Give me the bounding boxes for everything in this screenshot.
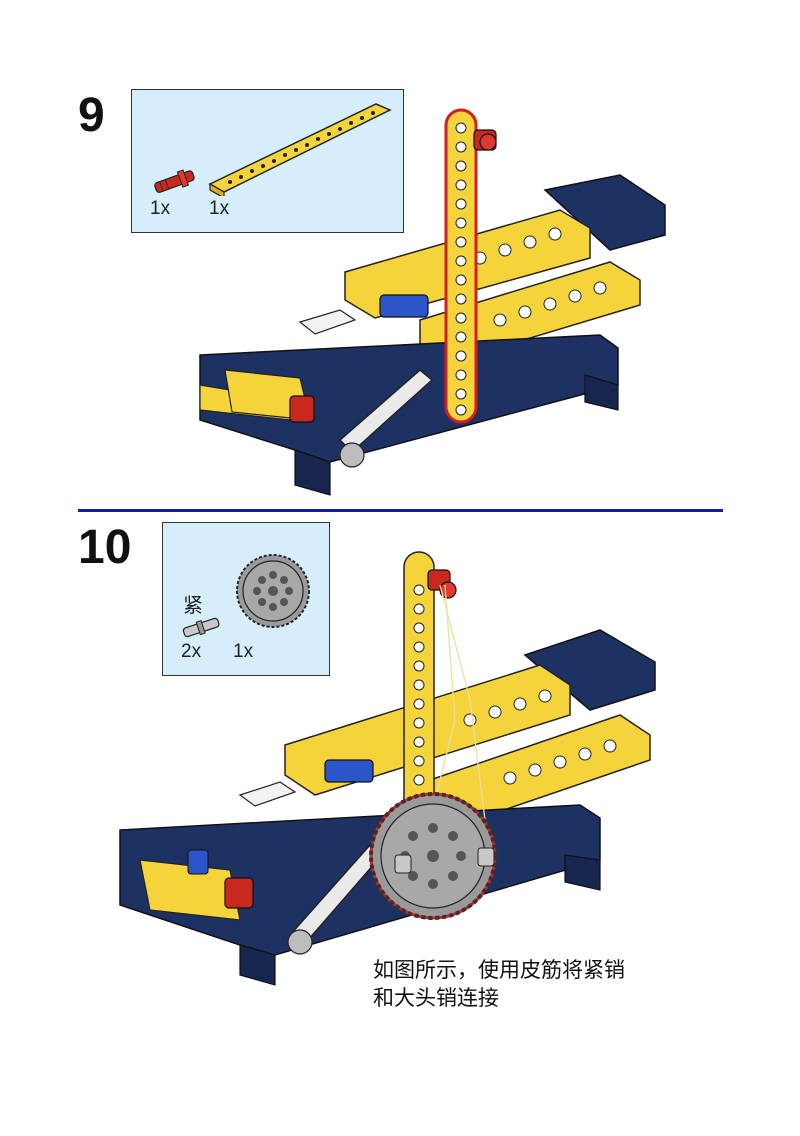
red-axle-pin-icon — [154, 169, 195, 193]
step-9-qty-pin: 1x — [150, 198, 171, 219]
instruction-line-1: 如图所示，使用皮筋将紧销 — [373, 958, 625, 982]
gear-icon — [236, 554, 310, 628]
step-10-number: 10 — [78, 521, 132, 574]
step-10-qty-pin: 2x — [181, 641, 202, 662]
step-9-parts-box: 1x 1x — [131, 89, 404, 233]
step-divider — [78, 509, 723, 512]
step-9-qty-beam: 1x — [209, 198, 230, 219]
step-10-qty-gear: 1x — [233, 641, 254, 662]
friction-pin-icon — [182, 617, 220, 638]
step-10-parts-box: 紧 2x 1x — [162, 522, 330, 676]
yellow-beam-icon — [208, 103, 392, 196]
instruction-line-2: 和大头销连接 — [373, 986, 499, 1010]
step-10-instruction: 如图所示，使用皮筋将紧销 和大头销连接 — [373, 956, 703, 1012]
step-9-number: 9 — [78, 89, 105, 142]
step-9-model-illustration — [199, 108, 666, 496]
friction-pin-label: 紧 — [183, 593, 203, 617]
